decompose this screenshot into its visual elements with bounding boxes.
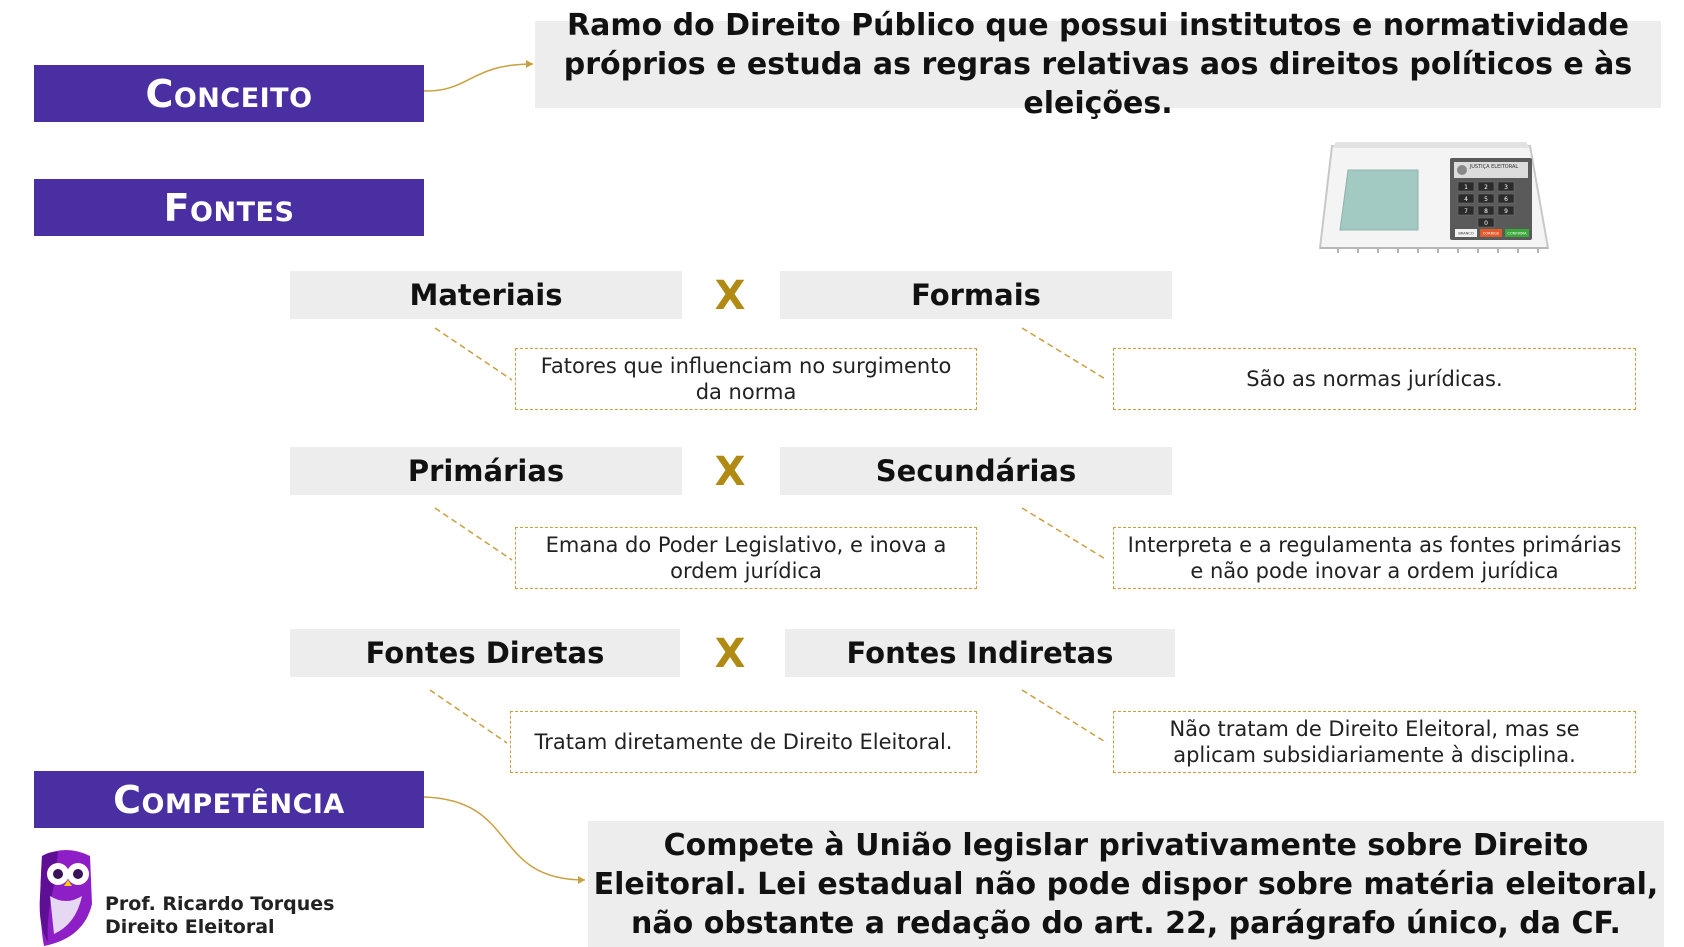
urna-key-0: 0 [1484,220,1488,227]
desc-secundarias-text: Interpreta e a regulamenta as fontes pri… [1127,533,1622,583]
section-fontes: Fontes [34,179,424,236]
footer: Prof. Ricardo Torques Direito Eleitoral [105,893,334,939]
versus-mark: X [714,631,746,677]
conceito-text: Ramo do Direito Público que possui insti… [563,8,1633,121]
urna-corrige: CORRIGE [1483,232,1500,236]
fonte-primarias: Primárias [290,447,682,495]
fonte-diretas: Fontes Diretas [290,629,680,677]
competencia-text: Compete à União legislar privativamente … [593,827,1659,941]
urna-key-6: 6 [1504,196,1508,203]
fonte-formais: Formais [780,271,1172,319]
section-competencia: Competência [34,771,424,828]
urna-confirma: CONFIRMA [1507,232,1527,236]
fonte-indiretas: Fontes Indiretas [785,629,1175,677]
conceito-definition: Ramo do Direito Público que possui insti… [535,8,1661,121]
urna-key-7: 7 [1464,208,1468,215]
desc-indiretas: Não tratam de Direito Eleitoral, mas se … [1113,711,1636,773]
owl-logo-icon [39,850,92,946]
urna-branco: BRANCO [1458,232,1473,236]
urna-key-9: 9 [1504,208,1508,215]
competencia-definition: Compete à União legislar privativamente … [588,821,1664,947]
fonte-secundarias: Secundárias [780,447,1172,495]
desc-diretas-text: Tratam diretamente de Direito Eleitoral. [534,730,953,754]
voting-machine-icon: JUSTIÇA ELEITORAL 1 2 3 4 5 6 7 8 9 0 BR… [1318,142,1550,253]
desc-formais: São as normas jurídicas. [1113,348,1636,410]
urna-key-3: 3 [1504,184,1508,191]
urna-key-2: 2 [1484,184,1488,191]
desc-indiretas-text: Não tratam de Direito Eleitoral, mas se … [1169,717,1580,767]
urna-label: JUSTIÇA ELEITORAL [1469,164,1519,170]
desc-materiais-text: Fatores que influenciam no surgimento da… [540,354,952,404]
desc-primarias-text: Emana do Poder Legislativo, e inova a or… [545,533,947,583]
desc-formais-text: São as normas jurídicas. [1246,367,1503,391]
desc-primarias: Emana do Poder Legislativo, e inova a or… [515,527,977,589]
urna-key-8: 8 [1484,208,1488,215]
urna-key-1: 1 [1464,184,1468,191]
footer-subject: Direito Eleitoral [105,916,275,938]
fonte-materiais: Materiais [290,271,682,319]
desc-materiais: Fatores que influenciam no surgimento da… [515,348,977,410]
footer-name: Prof. Ricardo Torques [105,893,335,915]
desc-diretas: Tratam diretamente de Direito Eleitoral. [510,711,977,773]
versus-mark: X [714,273,746,319]
urna-key-5: 5 [1484,196,1488,203]
urna-key-4: 4 [1464,196,1468,203]
section-conceito: Conceito [34,65,424,122]
desc-secundarias: Interpreta e a regulamenta as fontes pri… [1113,527,1636,589]
versus-mark: X [714,449,746,495]
